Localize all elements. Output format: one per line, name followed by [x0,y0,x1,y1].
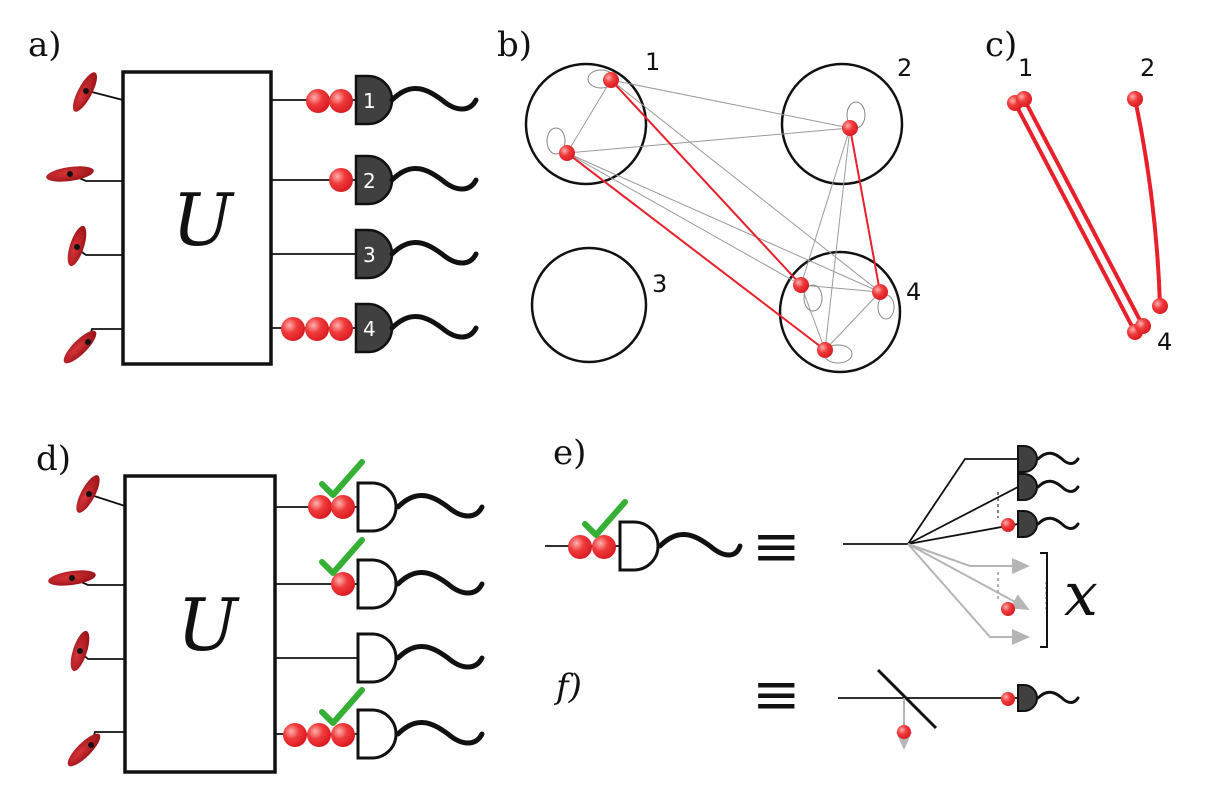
multiplex-symbol: x [1064,560,1098,630]
squeezer-icon [48,570,125,586]
photon-icon [592,535,616,559]
photon-icon [1001,692,1015,706]
photon-icon [1001,602,1015,616]
mode-number: 1 [645,48,660,76]
detector-icon [354,228,479,280]
squeezer-icon [67,731,125,767]
mode-number: 4 [906,278,921,306]
detector-number: 2 [363,169,376,193]
photon-icon [842,120,858,136]
detector-icon [356,558,485,610]
photon-icon [329,317,353,341]
graph-edges-highlight [566,79,881,351]
photon-icon [1152,298,1168,314]
graph-edges [566,79,881,351]
detector-icon [618,520,743,572]
panel-d-label: d) [36,439,71,479]
squeezer-icon [46,166,123,182]
mode-number: 2 [897,54,912,82]
check-icon [319,687,365,726]
mode-number: 4 [1157,328,1172,356]
photon-icon [307,723,331,747]
mode-number: 1 [1018,54,1033,82]
photon-icon [331,495,355,519]
detector-number: 3 [363,243,376,267]
photon-icon [897,725,911,739]
detector-icon [356,708,485,760]
photon-icon [306,89,330,113]
photon-icon [568,535,592,559]
detector-icon [354,302,479,354]
panel-a-label: a) [28,25,62,65]
photon-icon [1127,91,1143,107]
detector-icon [356,481,485,533]
panel-e: e) ≡ [545,433,1098,648]
photon-icon [308,495,332,519]
unitary-box [123,474,277,774]
photon-icon [793,277,809,293]
photon-icon [283,723,307,747]
squeezer-icon [67,225,123,267]
panel-d: d) U [36,439,485,774]
photon-icon [603,72,619,88]
mode-circle [778,250,902,374]
photon-icon [559,145,575,161]
photon-icon [817,342,833,358]
photon-icon [1016,91,1032,107]
photon-icon [872,284,888,300]
panel-f-label: f) [553,667,582,707]
photon-icon [329,89,353,113]
panel-c: c) 1 2 4 [985,25,1172,356]
mode-number: 3 [652,270,667,298]
unitary-label: U [172,178,235,262]
detector-icon [354,74,479,126]
panel-b-label: b) [497,25,532,65]
unitary-box [121,70,273,366]
bracket [1040,552,1048,648]
mode-circle [780,62,904,186]
check-icon [319,459,365,498]
detector-icon [1017,510,1080,538]
panel-e-label: e) [553,433,586,473]
detector-icon [1017,445,1080,473]
detector-number: 1 [363,89,376,113]
beamsplitter-icon [876,668,938,730]
panel-f: f) ≡ [553,660,1080,750]
check-icon [319,537,365,576]
panel-b: b) [497,25,921,374]
photon-icon [1001,518,1015,532]
perfect-matching-edges [1013,97,1162,334]
detector-icon [1017,473,1080,501]
photon-icon [329,168,353,192]
detector-icon [354,154,479,206]
check-icon [582,499,628,538]
equivalence-symbol: ≡ [752,660,801,728]
squeezer-icon [63,328,123,364]
photon-icon [305,317,329,341]
equivalence-symbol: ≡ [752,512,801,580]
mode-number: 2 [1140,54,1155,82]
photon-icon [331,572,355,596]
photon-icon [281,317,305,341]
photon-icon [1135,318,1151,334]
squeezer-icon [76,475,126,513]
squeezer-icon [72,72,124,112]
panel-c-label: c) [985,25,1017,65]
loss-arrows [907,543,1030,645]
squeezer-icon [70,630,125,672]
mode-circle [530,246,648,364]
panel-a: a) U [28,25,479,366]
mode-circle [524,62,648,186]
detector-icon [356,632,485,684]
photon-icon [331,723,355,747]
unitary-label: U [177,583,240,667]
detector-number: 4 [363,317,376,341]
detector-icon [1017,684,1080,712]
